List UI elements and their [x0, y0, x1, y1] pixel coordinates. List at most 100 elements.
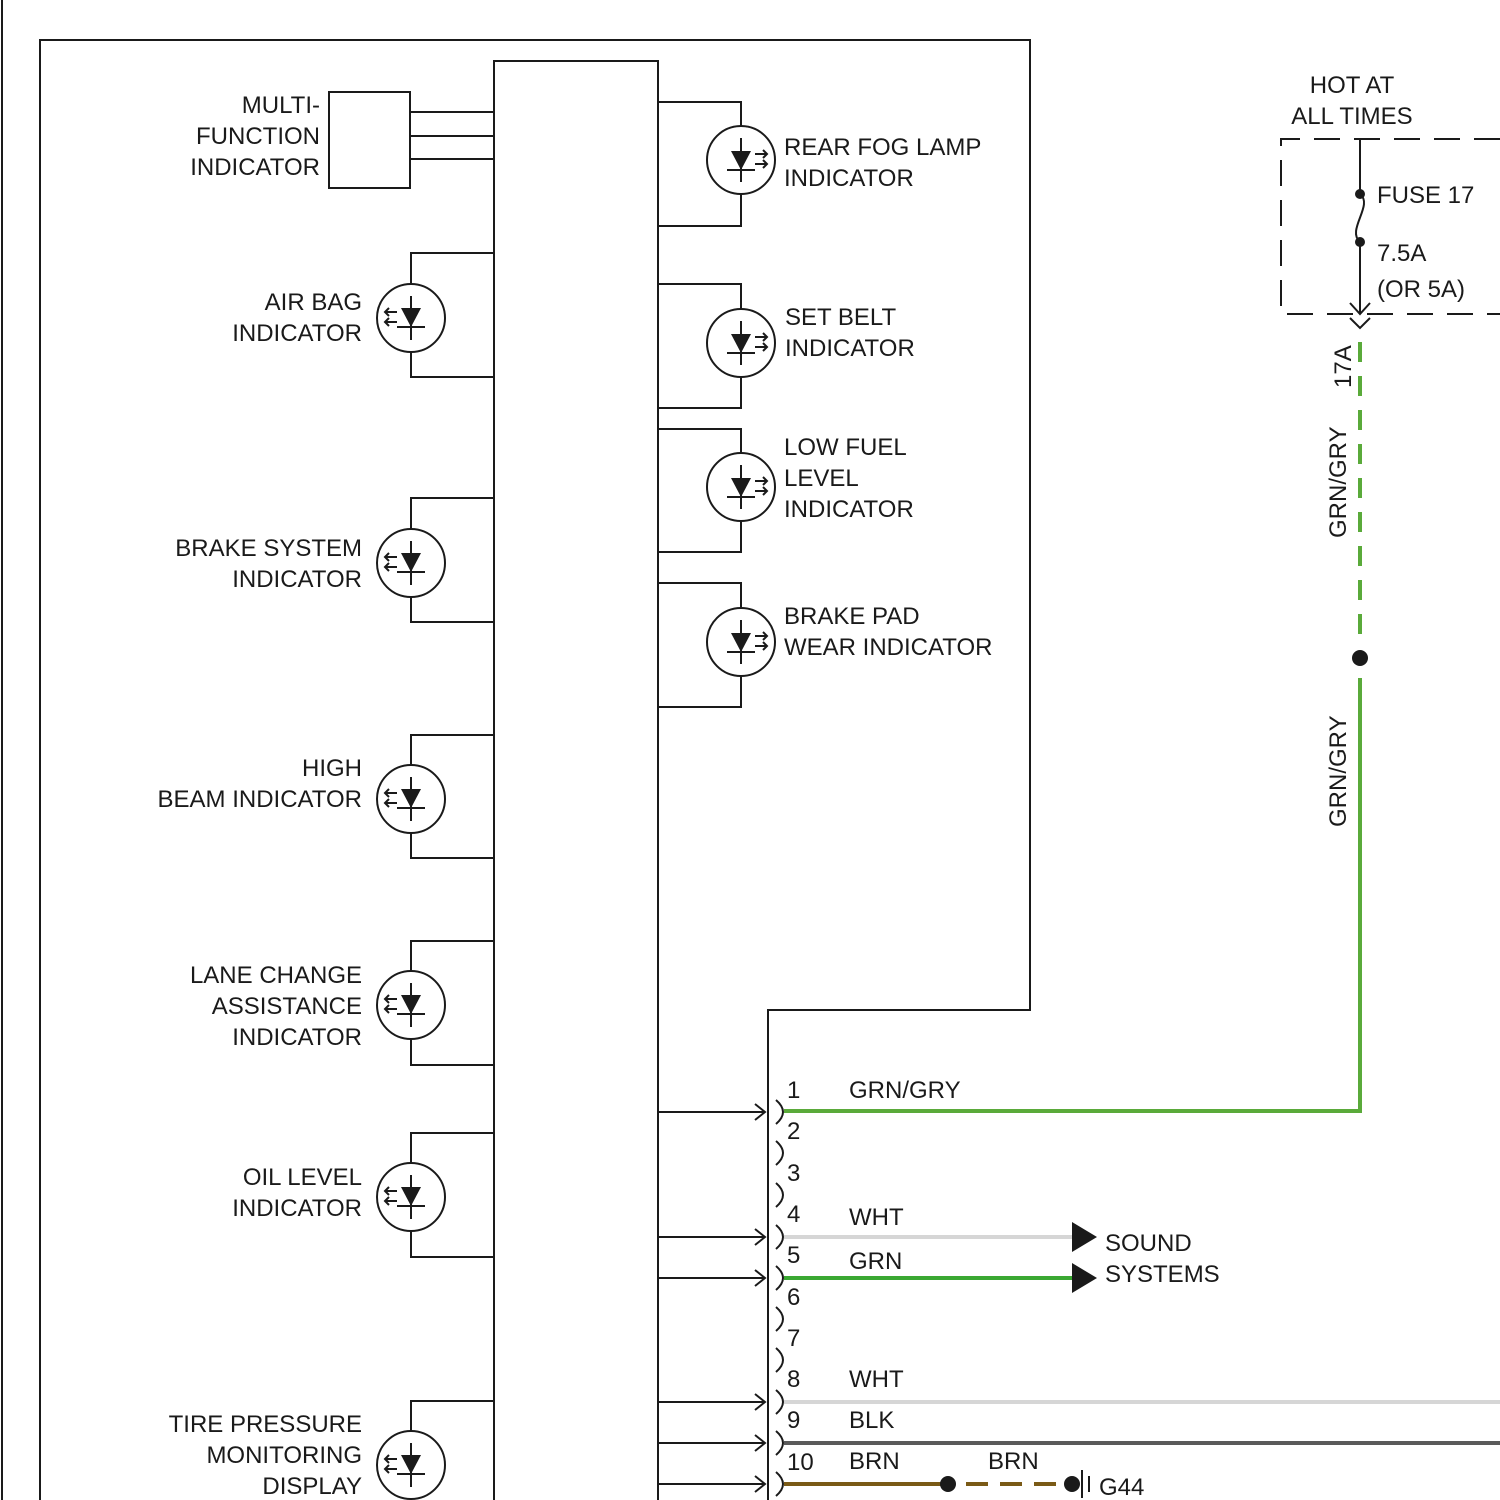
connector: 1 2 3 4 5 6 7 8 9 10 [658, 1077, 814, 1496]
fuse-name: FUSE 17 [1377, 182, 1474, 209]
connector-bracket [776, 1431, 783, 1455]
indicator-label: BEAM INDICATOR [158, 786, 362, 813]
hot-at-all-times-label: HOT AT [1310, 72, 1395, 99]
fuse-connector-icon [1350, 318, 1370, 328]
wire-color-label: BRN [849, 1448, 900, 1475]
wire-color-label: GRN/GRY [1325, 426, 1352, 538]
left-indicator-lane-change: LANE CHANGE ASSISTANCE INDICATOR [190, 941, 494, 1065]
indicator-label: LOW FUEL [784, 434, 907, 461]
pin-number: 3 [787, 1160, 800, 1187]
indicator-label: INDICATOR [784, 496, 914, 523]
arrow-icon [1072, 1222, 1097, 1252]
pin-feed-arrow [658, 1394, 765, 1410]
wire-color-label: GRN [849, 1248, 902, 1275]
indicator-label: REAR FOG LAMP [784, 134, 981, 161]
pin-number: 4 [787, 1201, 800, 1228]
led-icon [377, 284, 445, 352]
indicator-label: INDICATOR [232, 1024, 362, 1051]
left-indicator-oil-level: OIL LEVEL INDICATOR [232, 1133, 494, 1257]
led-icon [707, 126, 775, 194]
indicator-label: INDICATOR [785, 335, 915, 362]
left-indicator-high-beam: HIGH BEAM INDICATOR [158, 735, 494, 858]
connector-bracket [776, 1141, 783, 1165]
indicator-label: WEAR INDICATOR [784, 634, 992, 661]
pin-number: 1 [787, 1077, 800, 1104]
indicator-label: LEVEL [784, 465, 859, 492]
indicator-label: INDICATOR [784, 165, 914, 192]
led-icon [377, 1163, 445, 1231]
indicator-label: TIRE PRESSURE [169, 1411, 362, 1438]
wire-color-label: BLK [849, 1407, 894, 1434]
pin-number: 5 [787, 1242, 800, 1269]
arrow-icon [1072, 1263, 1097, 1293]
pin-number: 9 [787, 1407, 800, 1434]
mfi-label-3: INDICATOR [190, 154, 320, 181]
right-indicator-rear-fog-lamp: REAR FOG LAMP INDICATOR [658, 102, 981, 226]
sound-systems-label: SOUND [1105, 1230, 1192, 1257]
led-icon [707, 453, 775, 521]
connector-bracket [776, 1390, 783, 1414]
connector-bracket [776, 1472, 783, 1496]
fuse-icon [1356, 194, 1364, 242]
left-indicator-air-bag: AIR BAG INDICATOR [232, 253, 494, 377]
pin-number: 8 [787, 1366, 800, 1393]
pin-number: 10 [787, 1449, 814, 1476]
indicator-label: INDICATOR [232, 1195, 362, 1222]
led-icon [377, 765, 445, 833]
connector-bracket [776, 1100, 783, 1124]
pin-feed-arrow [658, 1104, 765, 1120]
indicator-label: HIGH [302, 755, 362, 782]
splice-dot [1064, 1476, 1080, 1492]
indicator-label: INDICATOR [232, 320, 362, 347]
indicator-label: OIL LEVEL [243, 1164, 362, 1191]
led-icon [377, 529, 445, 597]
indicator-label: INDICATOR [232, 566, 362, 593]
multi-function-indicator-box [329, 92, 410, 188]
indicator-label: MONITORING [206, 1442, 362, 1469]
connector-bracket [776, 1348, 783, 1372]
sound-systems-label: SYSTEMS [1105, 1261, 1220, 1288]
multi-function-indicator: MULTI- FUNCTION INDICATOR [190, 92, 494, 188]
led-icon [377, 971, 445, 1039]
connector-bracket [776, 1225, 783, 1249]
right-indicator-low-fuel: LOW FUEL LEVEL INDICATOR [658, 429, 914, 552]
wire-color-label: WHT [849, 1366, 904, 1393]
wire-color-label: GRN/GRY [849, 1077, 961, 1104]
fuse-alt-rating: (OR 5A) [1377, 276, 1465, 303]
ground-label: G44 [1099, 1474, 1144, 1500]
pin-feed-arrow [658, 1270, 765, 1286]
led-icon [377, 1431, 445, 1499]
pin-number: 6 [787, 1284, 800, 1311]
indicator-label: ASSISTANCE [212, 993, 362, 1020]
wire-color-label: BRN [988, 1448, 1039, 1475]
fuse-block: HOT AT ALL TIMES FUSE 17 7.5A (OR 5A) [1281, 72, 1500, 328]
pin-feed-arrow [658, 1435, 765, 1451]
connector-bracket [776, 1183, 783, 1207]
wire-color-label: WHT [849, 1204, 904, 1231]
connector-bracket [776, 1307, 783, 1331]
pin-feed-arrow [658, 1229, 765, 1245]
indicator-label: BRAKE SYSTEM [175, 535, 362, 562]
splice-dot [940, 1476, 956, 1492]
splice-dot [1352, 650, 1368, 666]
hot-at-all-times-label: ALL TIMES [1291, 103, 1412, 130]
harness-wires: GRN/GRY WHT GRN SOUND SYSTEMS WHT BLK BR… [784, 1077, 1500, 1500]
pin-feed-arrow [658, 1476, 765, 1492]
mfi-label-2: FUNCTION [196, 123, 320, 150]
left-indicator-brake-system: BRAKE SYSTEM INDICATOR [175, 498, 494, 622]
wire-color-label: GRN/GRY [1325, 715, 1352, 827]
fuse-pin-label: 17A [1330, 345, 1357, 388]
indicator-label: DISPLAY [262, 1473, 362, 1500]
ground-icon [1082, 1470, 1089, 1498]
indicator-label: BRAKE PAD [784, 603, 920, 630]
right-indicator-brake-pad: BRAKE PAD WEAR INDICATOR [658, 583, 992, 707]
led-icon [707, 309, 775, 377]
control-module-box [494, 61, 658, 1500]
pin-number: 7 [787, 1325, 800, 1352]
mfi-label-1: MULTI- [242, 92, 320, 119]
cluster-outline [40, 40, 1030, 1500]
indicator-label: LANE CHANGE [190, 962, 362, 989]
indicator-label: AIR BAG [265, 289, 362, 316]
pin-number: 2 [787, 1118, 800, 1145]
